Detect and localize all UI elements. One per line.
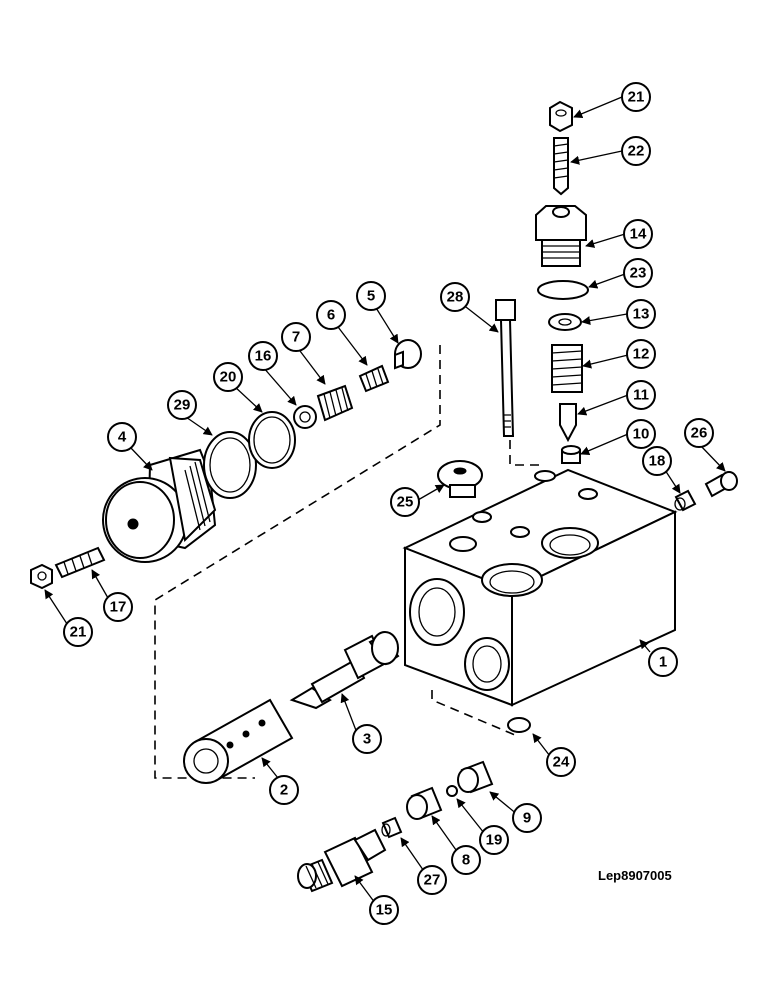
svg-text:11: 11 <box>633 387 649 404</box>
svg-text:16: 16 <box>255 348 272 365</box>
svg-text:2: 2 <box>280 782 288 799</box>
callout-18: 18 <box>642 446 672 476</box>
callout-2: 2 <box>269 775 299 805</box>
o-ring-24 <box>507 717 531 733</box>
svg-text:5: 5 <box>367 288 375 305</box>
callout-10: 10 <box>626 419 656 449</box>
assembly-dashed-lines <box>154 345 545 779</box>
callout-9: 9 <box>512 803 542 833</box>
svg-text:17: 17 <box>110 599 127 616</box>
plug-9 <box>457 760 494 794</box>
spool-part <box>289 631 400 710</box>
callout-23: 23 <box>623 258 653 288</box>
callout-8: 8 <box>451 845 481 875</box>
o-ring-29 <box>203 431 257 499</box>
spring-7 <box>316 384 354 422</box>
callouts: 1 2 3 4 5 6 7 8 9 10 11 12 13 14 15 16 1… <box>63 82 714 925</box>
callout-21-upper: 21 <box>621 82 651 112</box>
svg-text:15: 15 <box>376 902 393 919</box>
svg-text:24: 24 <box>553 754 570 771</box>
callout-21-lower: 21 <box>63 617 93 647</box>
callout-11: 11 <box>626 380 656 410</box>
svg-text:21: 21 <box>70 624 87 641</box>
callout-24: 24 <box>546 747 576 777</box>
screw-17 <box>54 546 106 579</box>
svg-text:21: 21 <box>628 89 645 106</box>
callout-12: 12 <box>626 339 656 369</box>
valve-body-part <box>402 468 678 707</box>
svg-text:25: 25 <box>397 494 414 511</box>
callout-26: 26 <box>684 418 714 448</box>
callout-29: 29 <box>167 390 197 420</box>
spring-6 <box>358 364 390 393</box>
plug-26 <box>704 471 738 498</box>
svg-text:1: 1 <box>659 654 667 671</box>
sleeve-part <box>183 698 294 784</box>
callout-4: 4 <box>107 422 137 452</box>
callout-28: 28 <box>440 282 470 312</box>
callout-6: 6 <box>316 300 346 330</box>
o-ring-20 <box>248 411 296 469</box>
svg-text:28: 28 <box>447 289 464 306</box>
svg-text:27: 27 <box>424 872 441 889</box>
svg-text:18: 18 <box>649 453 666 470</box>
callout-14: 14 <box>623 219 653 249</box>
plug-part <box>102 448 217 563</box>
plug-8 <box>406 786 443 820</box>
leader-lines <box>44 96 726 908</box>
svg-text:10: 10 <box>633 426 650 443</box>
svg-text:29: 29 <box>174 397 191 414</box>
callout-7: 7 <box>281 322 311 352</box>
svg-text:22: 22 <box>628 143 645 160</box>
callout-27: 27 <box>417 865 447 895</box>
poppet-5 <box>394 339 422 370</box>
svg-text:3: 3 <box>363 731 371 748</box>
svg-text:7: 7 <box>292 329 300 346</box>
svg-text:19: 19 <box>486 832 503 849</box>
drawing-reference: Lep8907005 <box>598 868 672 883</box>
callout-5: 5 <box>356 281 386 311</box>
svg-text:14: 14 <box>630 226 647 243</box>
screw-22 <box>553 137 569 196</box>
svg-text:13: 13 <box>633 306 650 323</box>
callout-13: 13 <box>626 299 656 329</box>
callout-25: 25 <box>390 487 420 517</box>
nut-21-lower <box>30 563 53 590</box>
spring-12 <box>551 344 583 393</box>
svg-text:9: 9 <box>523 810 531 827</box>
orifice-27 <box>381 816 403 839</box>
svg-text:23: 23 <box>630 265 647 282</box>
callout-19: 19 <box>479 825 509 855</box>
seat-13 <box>548 313 582 331</box>
svg-text:12: 12 <box>633 346 650 363</box>
nut-21-upper <box>549 100 573 133</box>
callout-3: 3 <box>352 724 382 754</box>
plug-10 <box>561 445 581 464</box>
svg-text:6: 6 <box>327 307 335 324</box>
plug-18 <box>674 489 697 512</box>
plug-14 <box>535 205 587 267</box>
bolt-28 <box>495 299 516 437</box>
svg-text:20: 20 <box>220 369 237 386</box>
callout-22: 22 <box>621 136 651 166</box>
o-ring-23 <box>537 280 589 300</box>
svg-text:8: 8 <box>462 852 470 869</box>
callout-20: 20 <box>213 362 243 392</box>
svg-text:26: 26 <box>691 425 708 442</box>
fitting-15 <box>297 828 387 893</box>
svg-text:4: 4 <box>118 429 127 446</box>
callout-16: 16 <box>248 341 278 371</box>
callout-15: 15 <box>369 895 399 925</box>
callout-17: 17 <box>103 592 133 622</box>
callout-1: 1 <box>648 647 678 677</box>
ball-19 <box>446 785 458 797</box>
washer-16 <box>293 405 317 429</box>
plug-25 <box>437 460 483 498</box>
poppet-11 <box>559 403 577 443</box>
